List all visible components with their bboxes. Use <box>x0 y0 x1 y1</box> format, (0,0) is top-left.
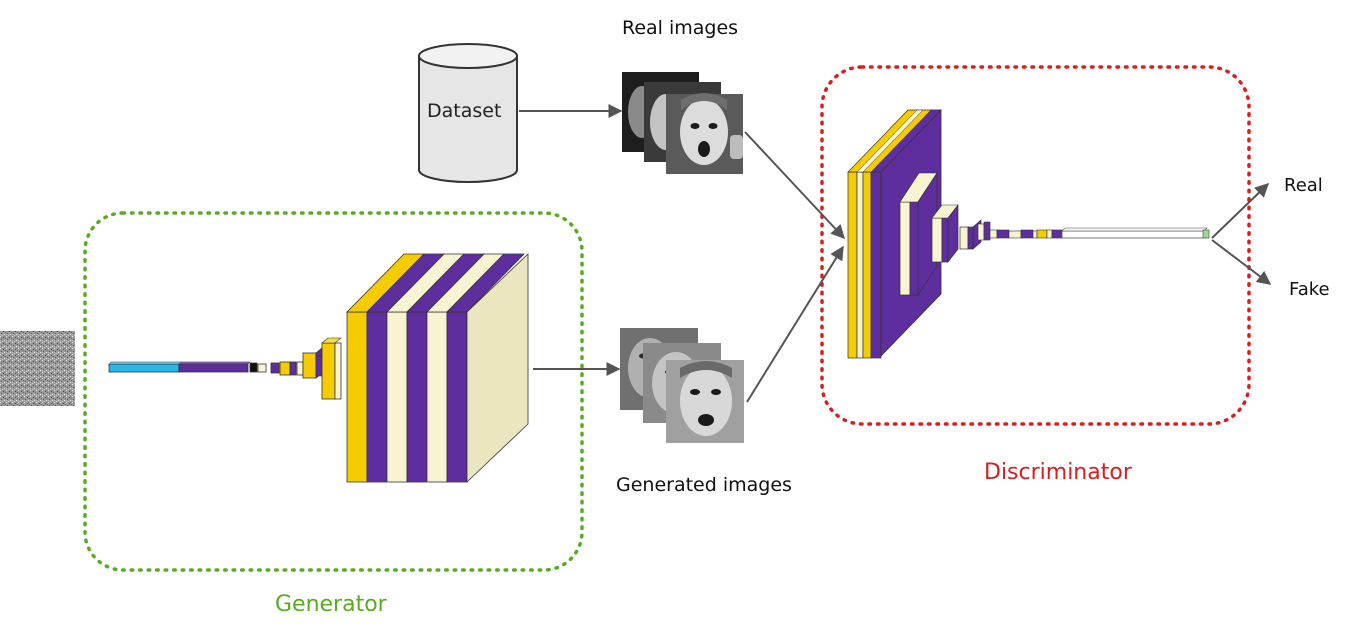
dataset-label: Dataset <box>427 100 502 122</box>
real-images-label: Real images <box>622 17 739 39</box>
real-output-label: Real <box>1284 175 1323 196</box>
discriminator-label: Discriminator <box>984 460 1132 485</box>
generated-images-label: Generated images <box>616 474 792 496</box>
generator-network <box>108 253 529 483</box>
fake-output-label: Fake <box>1289 279 1330 300</box>
arrow-to-fake <box>1211 239 1272 285</box>
arrow-to-real <box>1211 183 1270 239</box>
generator-label: Generator <box>275 592 387 617</box>
real-face-3 <box>666 93 743 174</box>
discriminator-network <box>847 109 1210 359</box>
dataset-cylinder <box>418 43 518 183</box>
noise-input-image <box>0 331 75 406</box>
arrow-real-to-discriminator <box>744 131 845 240</box>
generator-boundary <box>83 211 584 572</box>
generated-images-stack <box>620 328 744 443</box>
arrow-generated-to-discriminator <box>746 245 844 403</box>
real-images-stack <box>622 72 743 174</box>
generated-face-3 <box>666 360 744 443</box>
